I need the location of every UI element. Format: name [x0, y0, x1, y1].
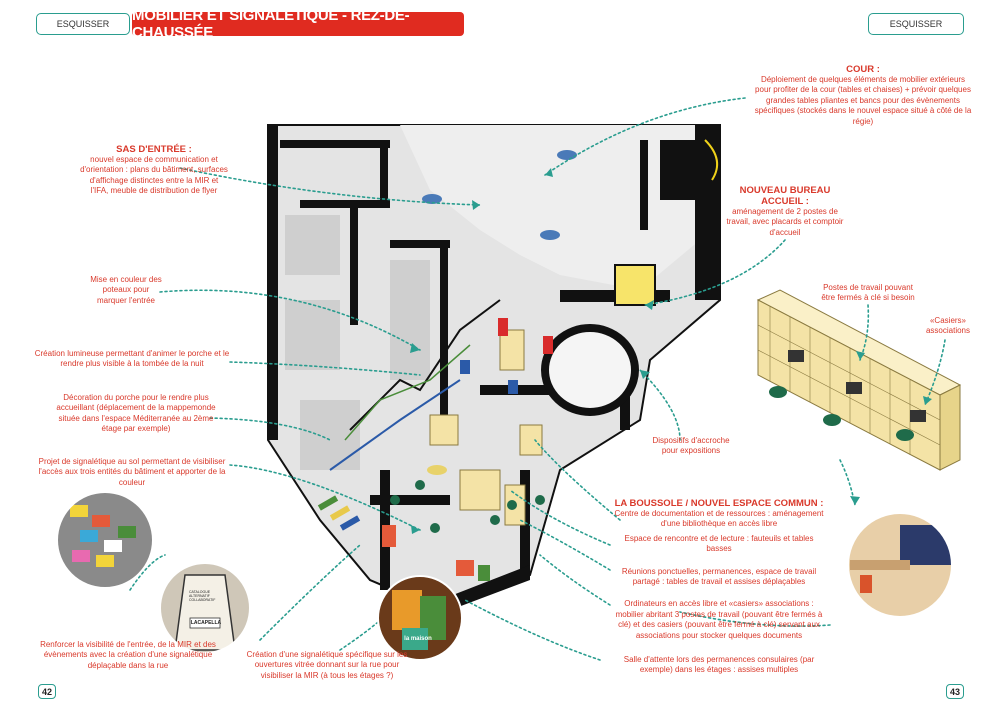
annotation-boussole-p4: Ordinateurs en accès libre et «casiers» … — [615, 599, 823, 640]
annotation-bureau-text: aménagement de 2 postes de travail, avec… — [726, 207, 844, 237]
annotation-postes: Postes de travail pouvant être fermés à … — [821, 283, 915, 303]
annotation-boussole-heading: LA BOUSSOLE / NOUVEL ESPACE COMMUN : — [614, 498, 824, 509]
annotation-boussole-p3: Réunions ponctuelles, permanences, espac… — [621, 566, 817, 587]
annotation-poteaux: Mise en couleur des poteaux pour marquer… — [90, 275, 162, 305]
arrow-heads — [410, 168, 932, 534]
photo-office — [847, 512, 953, 618]
annotation-boussole-p5: Salle d'attente lors des permanences con… — [623, 655, 815, 675]
annotation-bureau-heading: NOUVEAU BUREAU ACCUEIL : — [739, 185, 831, 207]
sign-board-label: LACAPELLA — [190, 620, 222, 626]
floor-signage — [317, 495, 361, 531]
blue-line — [329, 379, 461, 471]
annotation-sas-text: nouvel espace de communication et d'orie… — [80, 155, 228, 196]
photo-sign-board — [159, 562, 251, 654]
light-installation-green — [344, 344, 471, 441]
annotation-sol: Projet de signalétique au sol permettant… — [38, 457, 226, 487]
connector-lines — [129, 97, 946, 661]
annotation-bureau: NOUVEAU BUREAU ACCUEIL : aménagement de … — [726, 185, 844, 238]
page-number-left: 42 — [38, 684, 56, 699]
green-armchairs — [390, 480, 545, 533]
page-title: MOBILIER ET SIGNALÉTIQUE - REZ-DE-CHAUSS… — [132, 7, 464, 41]
annotation-cour: COUR : Déploiement de quelques éléments … — [754, 64, 972, 127]
shelves — [429, 329, 543, 526]
sign-board-small-text: CATALOGUE ALTERNATIF COLLABORATIF — [189, 590, 216, 602]
annotation-accroche: Dispositifs d'accroche pour expositions — [652, 436, 730, 456]
esquisser-tag-right: ESQUISSER — [868, 13, 964, 35]
annotation-cour-text: Déploiement de quelques éléments de mobi… — [754, 75, 972, 126]
lockers-unit — [756, 289, 962, 471]
photo-window — [377, 575, 463, 661]
annotation-visibilite: Renforcer la visibilité de l'entrée, de … — [40, 640, 216, 670]
accueil-office — [614, 264, 656, 306]
colored-poles — [460, 318, 553, 394]
rotunda — [541, 324, 639, 416]
esquisser-tag-left: ESQUISSER — [36, 13, 130, 35]
window-photo-label: la maison — [404, 636, 432, 642]
annotation-cour-heading: COUR : — [846, 64, 880, 75]
courtyard — [400, 125, 700, 290]
annotation-sas-heading: SAS D'ENTRÉE : — [116, 144, 192, 155]
annotation-boussole-p2: Espace de rencontre et de lecture : faut… — [624, 533, 814, 554]
page-number-right: 43 — [946, 684, 964, 699]
annotation-porche: Décoration du porche pour le rendre plus… — [56, 393, 216, 434]
light-installation — [349, 299, 501, 431]
annotation-lumineuse: Création lumineuse permettant d'animer l… — [34, 349, 230, 369]
annotation-boussole-p1: Centre de documentation et de ressources… — [614, 509, 824, 529]
photo-floor-signage — [56, 491, 154, 589]
annotation-boussole: LA BOUSSOLE / NOUVEL ESPACE COMMUN : Cen… — [612, 498, 826, 676]
window-signage — [382, 525, 490, 581]
annotation-casiers: «Casiers» associations — [925, 316, 971, 336]
annotation-vitree: Création d'une signalétique spécifique s… — [246, 650, 408, 680]
yellow-arc — [704, 139, 719, 181]
annotation-sas: SAS D'ENTRÉE : nouvel espace de communic… — [80, 144, 228, 197]
